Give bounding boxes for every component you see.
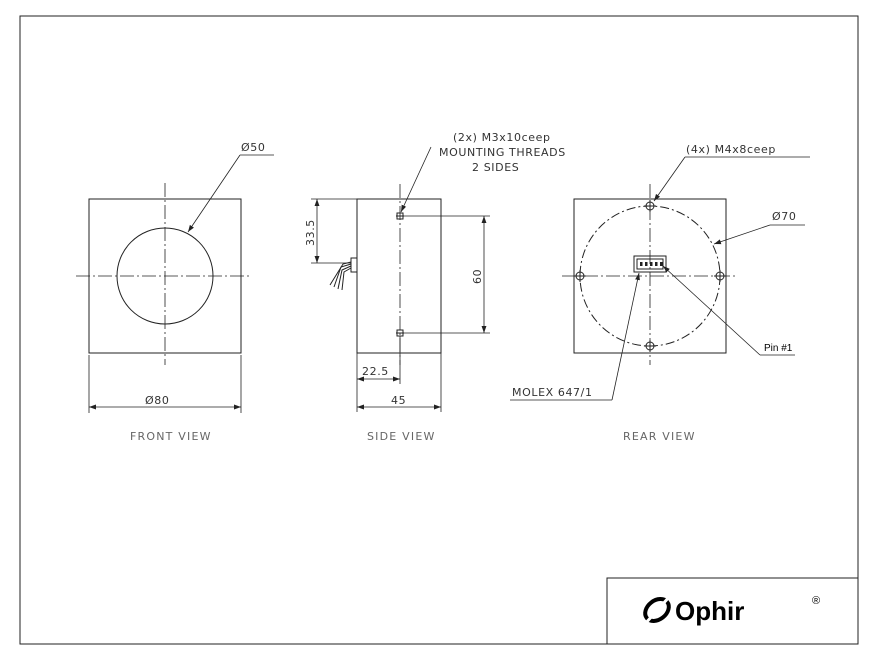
front-aperture-dim: Ø50 (241, 141, 265, 154)
rear-mounting-hole-left (574, 270, 586, 282)
side-thread-hole-bottom (396, 329, 404, 337)
rear-view: (4x) M4x8ceep Ø70 MOLEX 647/1 Pin #1 REA… (510, 143, 810, 443)
brand-name: Ophir (675, 596, 744, 626)
side-view-title: SIDE VIEW (367, 430, 436, 443)
title-block: Ophir ® (606, 577, 859, 645)
side-view-body (356, 198, 442, 354)
side-view: 33.5 60 22.5 45 (2x) M3x10ceep MOUNTING … (304, 131, 566, 443)
side-depth-dim: 45 (391, 394, 406, 407)
rear-mounting-hole-right (714, 270, 726, 282)
rear-molex-connector (633, 255, 667, 273)
side-thread-hole-top (396, 212, 404, 220)
side-threads-label: MOUNTING THREADS (439, 146, 566, 159)
registered-mark: ® (812, 595, 820, 607)
logo-box (606, 577, 859, 645)
rear-pin-label: Pin #1 (764, 343, 793, 354)
side-threads-sides: 2 SIDES (472, 161, 519, 174)
rear-circle-dim: Ø70 (772, 210, 796, 223)
side-height-offset-dim: 33.5 (304, 219, 317, 246)
ophir-logo-icon (642, 594, 672, 627)
rear-threads-callout: (4x) M4x8ceep (686, 143, 776, 156)
rear-view-title: REAR VIEW (623, 430, 696, 443)
side-connector (350, 257, 358, 273)
rear-mounting-hole-top (644, 200, 656, 212)
front-width-dim: Ø80 (145, 394, 169, 407)
side-depth-offset-dim: 22.5 (362, 365, 389, 378)
rear-mounting-hole-bottom (644, 340, 656, 352)
side-threads-qty: (2x) M3x10ceep (453, 131, 551, 144)
front-view: Ø50 Ø80 FRONT VIEW (76, 141, 274, 443)
side-cable (329, 261, 352, 291)
side-spacing-dim: 60 (471, 269, 484, 284)
front-view-title: FRONT VIEW (130, 430, 212, 443)
drawing-border (19, 15, 859, 645)
rear-connector-label: MOLEX 647/1 (512, 386, 593, 399)
